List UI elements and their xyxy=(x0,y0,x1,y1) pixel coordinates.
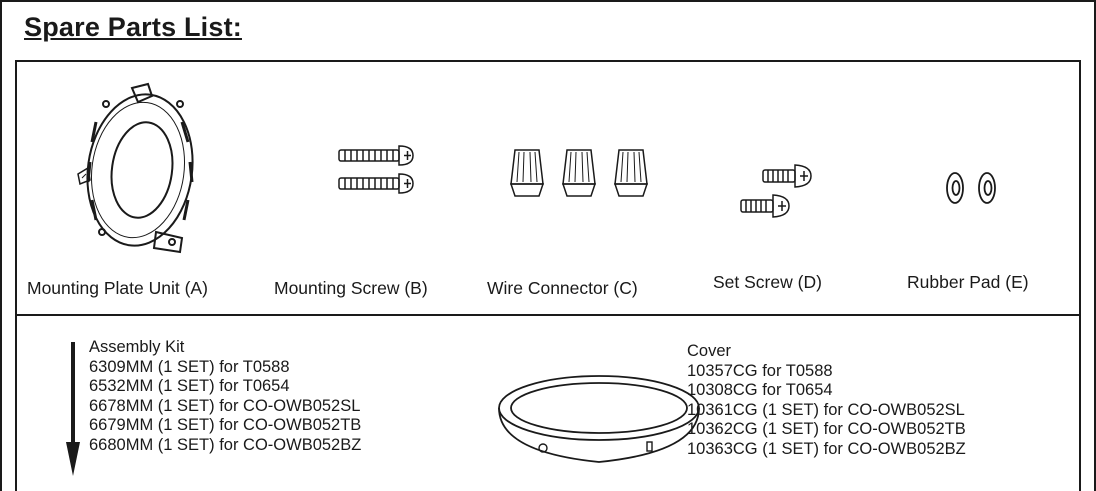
cover-item: 10357CG for T0588 xyxy=(687,361,833,380)
cover-item: 10363CG (1 SET) for CO-OWB052BZ xyxy=(687,439,966,458)
assembly-kit-heading: Assembly Kit xyxy=(89,338,185,356)
assembly-kit-item: 6678MM (1 SET) for CO-OWB052SL xyxy=(89,396,361,415)
assembly-kit-item: 6309MM (1 SET) for T0588 xyxy=(89,357,290,376)
assembly-kit-item: 6680MM (1 SET) for CO-OWB052BZ xyxy=(89,435,362,454)
assembly-kit-item: 6532MM (1 SET) for T0654 xyxy=(89,377,290,396)
page-title: Spare Parts List: xyxy=(24,12,242,42)
part-label-rubber-pad: Rubber Pad (E) xyxy=(907,272,1029,292)
wire-connector-icon xyxy=(509,149,649,197)
set-screw-icon xyxy=(740,164,812,218)
rubber-pad-icon xyxy=(946,172,996,204)
kits-panel: Assembly Kit 6309MM (1 SET) for T0588 65… xyxy=(15,314,1081,491)
cover-icon xyxy=(498,375,700,463)
part-label-set-screw: Set Screw (D) xyxy=(713,272,822,292)
cover-list: Cover 10357CG for T0588 10308CG for T065… xyxy=(687,342,966,460)
part-label-mounting-plate: Mounting Plate Unit (A) xyxy=(27,278,208,298)
part-label-mounting-screw: Mounting Screw (B) xyxy=(274,278,428,298)
down-arrow-icon xyxy=(66,342,80,476)
cover-heading: Cover xyxy=(687,342,732,360)
mounting-plate-icon xyxy=(77,82,194,254)
assembly-kit-list: Assembly Kit 6309MM (1 SET) for T0588 65… xyxy=(89,338,361,456)
cover-item: 10361CG (1 SET) for CO-OWB052SL xyxy=(687,400,965,419)
part-label-wire-connector: Wire Connector (C) xyxy=(487,278,638,298)
assembly-kit-item: 6679MM (1 SET) for CO-OWB052TB xyxy=(89,416,362,435)
cover-item: 10308CG for T0654 xyxy=(687,381,833,400)
cover-item: 10362CG (1 SET) for CO-OWB052TB xyxy=(687,420,966,439)
parts-panel: Mounting Plate Unit (A) Mounting Screw (… xyxy=(15,60,1081,314)
mounting-screw-icon xyxy=(338,145,414,194)
